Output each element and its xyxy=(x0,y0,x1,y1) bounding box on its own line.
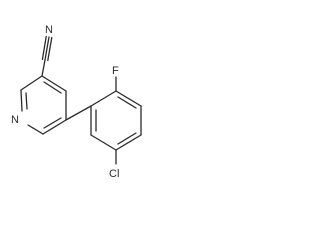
nitrile-triple-bond-right xyxy=(47,36,53,62)
phenyl-double-bond-bottom xyxy=(117,132,137,145)
phenyl-bond-c2-c3 xyxy=(115,90,142,107)
fluorine-label: F xyxy=(112,65,119,77)
pyridine-bond-c5-c6 xyxy=(42,119,67,135)
phenyl-double-bond-top xyxy=(117,96,137,109)
chlorine-label: Cl xyxy=(109,168,119,180)
nitrile-triple-bond-left xyxy=(41,35,47,61)
phenyl-bond-c5-c6 xyxy=(90,134,117,151)
pyridine-ring xyxy=(20,75,67,135)
biaryl-bond xyxy=(65,105,92,121)
nitrile-triple-bond-center xyxy=(44,36,50,61)
pyridine-double-bond-n1-c2 xyxy=(25,92,28,110)
chemical-structure-diagram: N N F Cl xyxy=(11,24,142,180)
pyridine-bond-c2-c3 xyxy=(20,75,43,91)
phenyl-bond-c1-c2 xyxy=(90,90,117,107)
nitrile-nitrogen-label: N xyxy=(45,24,53,36)
phenyl-bond-c4-c5 xyxy=(115,134,142,151)
pyridine-bond-n1-c2 xyxy=(20,89,23,112)
nitrile-to-ring-bond xyxy=(41,59,46,77)
pyridine-nitrogen-label: N xyxy=(11,114,19,126)
pyridine-bond-c6-n1 xyxy=(27,124,44,135)
nitrile-group xyxy=(41,35,53,77)
chlorofluorophenyl-ring xyxy=(90,90,142,151)
pyridine-bond-c3-c4 xyxy=(41,75,67,92)
pyridine-double-bond-c5-c6 xyxy=(43,117,62,129)
pyridine-double-bond-c3-c4 xyxy=(43,81,62,94)
